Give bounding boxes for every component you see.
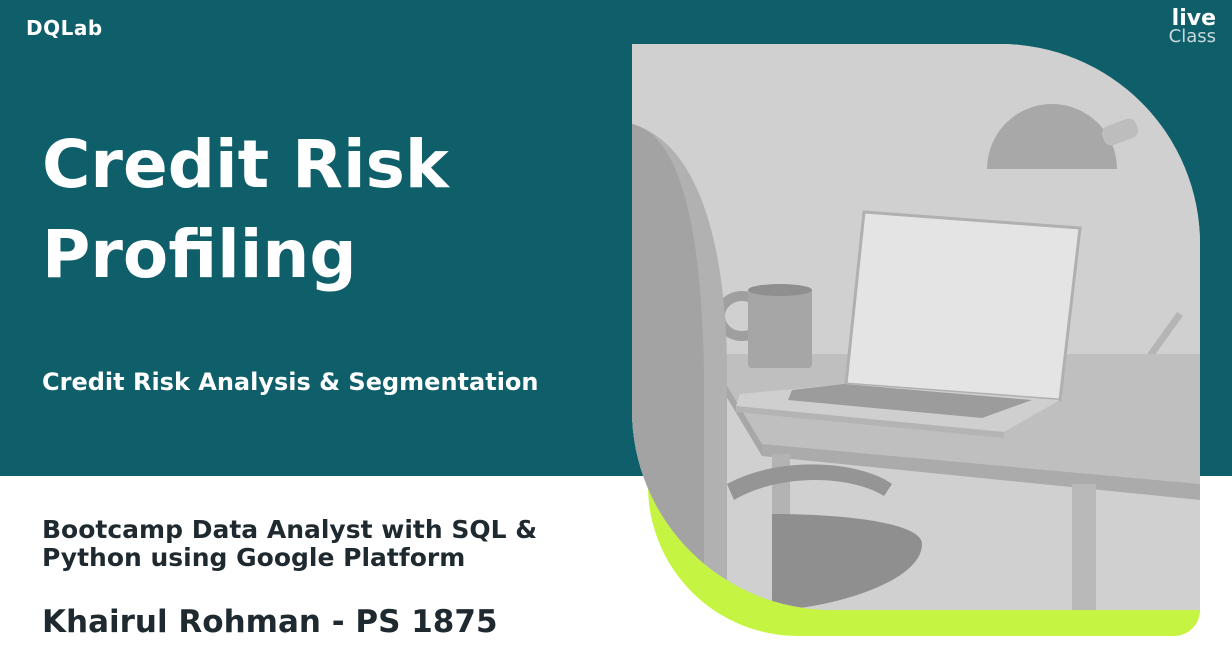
mug-illustration [715, 284, 812, 368]
liveclass-logo: live Class [1160, 6, 1216, 54]
slide-title: Credit Risk Profiling [42, 126, 449, 293]
liveclass-logo-class: Class [1168, 26, 1216, 47]
program-name: Bootcamp Data Analyst with SQL & Python … [42, 515, 538, 572]
desk-workspace-photo [632, 44, 1200, 610]
laptop-illustration [736, 210, 1082, 438]
slide-subtitle: Credit Risk Analysis & Segmentation [42, 368, 539, 396]
author-name: Khairul Rohman - PS 1875 [42, 604, 498, 640]
office-chair-illustration [632, 124, 922, 610]
desk-illustration [632, 44, 1200, 610]
liveclass-logo-live: live [1171, 6, 1216, 31]
dqlab-logo: DQLab [26, 16, 103, 40]
